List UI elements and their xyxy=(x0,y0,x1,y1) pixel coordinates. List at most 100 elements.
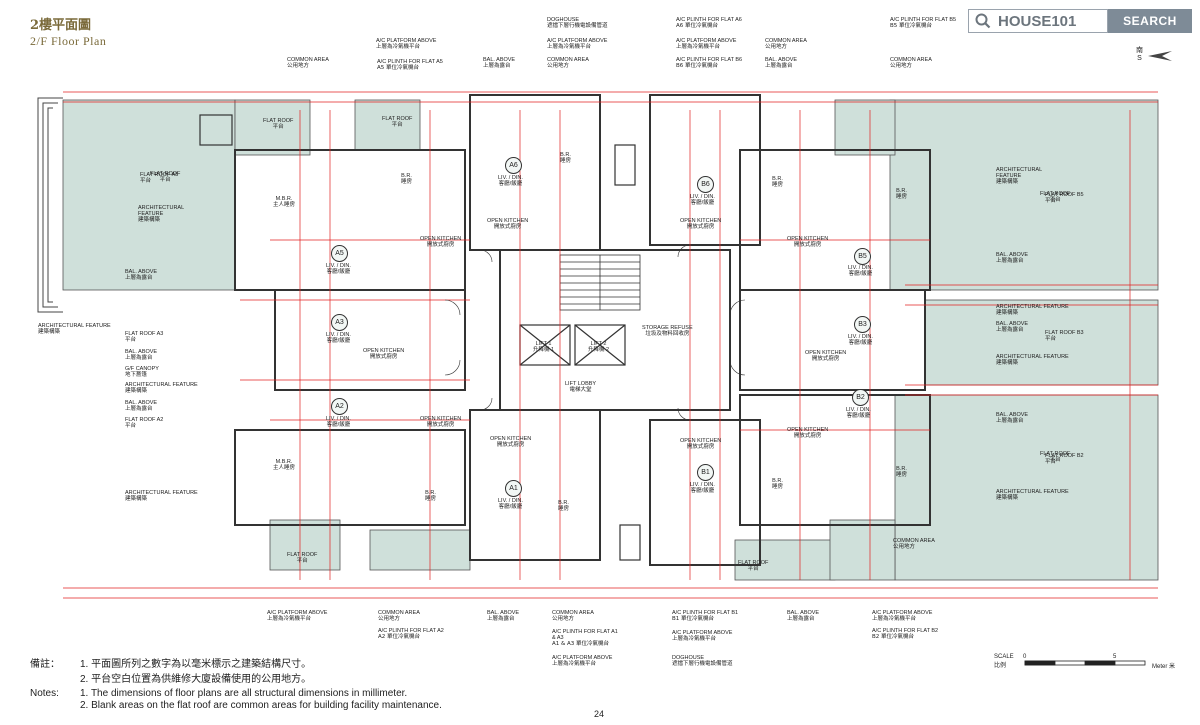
search-icon xyxy=(975,13,991,29)
room-label: B.R.睡房 xyxy=(772,176,784,188)
search-input[interactable] xyxy=(996,11,1100,31)
flat-marker-b6: B6 xyxy=(697,176,714,193)
room-label: LIV. / DIN.客廳/飯廳 xyxy=(690,194,715,206)
room-label: B.R.睡房 xyxy=(425,490,437,502)
flat-marker-a1: A1 xyxy=(505,480,522,497)
flat-marker-a2: A2 xyxy=(331,398,348,415)
room-label: B.R.睡房 xyxy=(772,478,784,490)
room-label: LIV. / DIN.客廳/飯廳 xyxy=(326,332,351,344)
note-en-2: 2. Blank areas on the flat roof are comm… xyxy=(80,700,442,711)
note-zh-1: 1. 平面圖所列之數字為以毫米標示之建築結構尺寸。 xyxy=(80,659,312,670)
room-label: B.R.睡房 xyxy=(401,173,413,185)
room-label: LIV. / DIN.客廳/飯廳 xyxy=(326,416,351,428)
room-label: M.B.R.主人睡房 xyxy=(273,196,296,208)
scale-end: 5 xyxy=(1113,654,1117,660)
room-label: LIV. / DIN.客廳/飯廳 xyxy=(498,175,523,187)
room-label: B.R.睡房 xyxy=(560,152,572,164)
room-label: M.B.R.主人睡房 xyxy=(273,459,296,471)
note-zh-2: 2. 平台空白位置為供維修大廈設備使用的公用地方。 xyxy=(80,674,312,685)
room-label: B.R.睡房 xyxy=(896,466,908,478)
room-label: LIV. / DIN.客廳/飯廳 xyxy=(498,498,523,510)
north-arrow-icon xyxy=(1148,51,1172,61)
notes-label-zh: 備註： xyxy=(30,659,60,670)
flat-marker-a3: A3 xyxy=(331,314,348,331)
room-label: LIV. / DIN.客廳/飯廳 xyxy=(848,334,873,346)
room-label: LIV. / DIN.客廳/飯廳 xyxy=(848,265,873,277)
flat-marker-a6: A6 xyxy=(505,157,522,174)
flat-marker-b2: B2 xyxy=(852,389,869,406)
compass: 南 S xyxy=(1136,45,1143,62)
page-title-en: 2/F Floor Plan xyxy=(30,34,107,48)
scale-bar: SCALE 比例 xyxy=(994,654,1014,669)
compass-label-zh: 南 xyxy=(1136,47,1143,54)
scale-label: SCALE xyxy=(994,654,1014,660)
notes-label-en: Notes: xyxy=(30,688,59,699)
search-field[interactable] xyxy=(968,9,1108,33)
search-button[interactable]: SEARCH xyxy=(1108,9,1192,33)
scale-unit: Meter 米 xyxy=(1152,664,1176,670)
flat-marker-b3: B3 xyxy=(854,316,871,333)
room-label: B.R.睡房 xyxy=(558,500,570,512)
scale-start: 0 xyxy=(1023,654,1027,660)
compass-label-en: S xyxy=(1137,55,1142,62)
search-bar: SEARCH xyxy=(968,9,1192,33)
